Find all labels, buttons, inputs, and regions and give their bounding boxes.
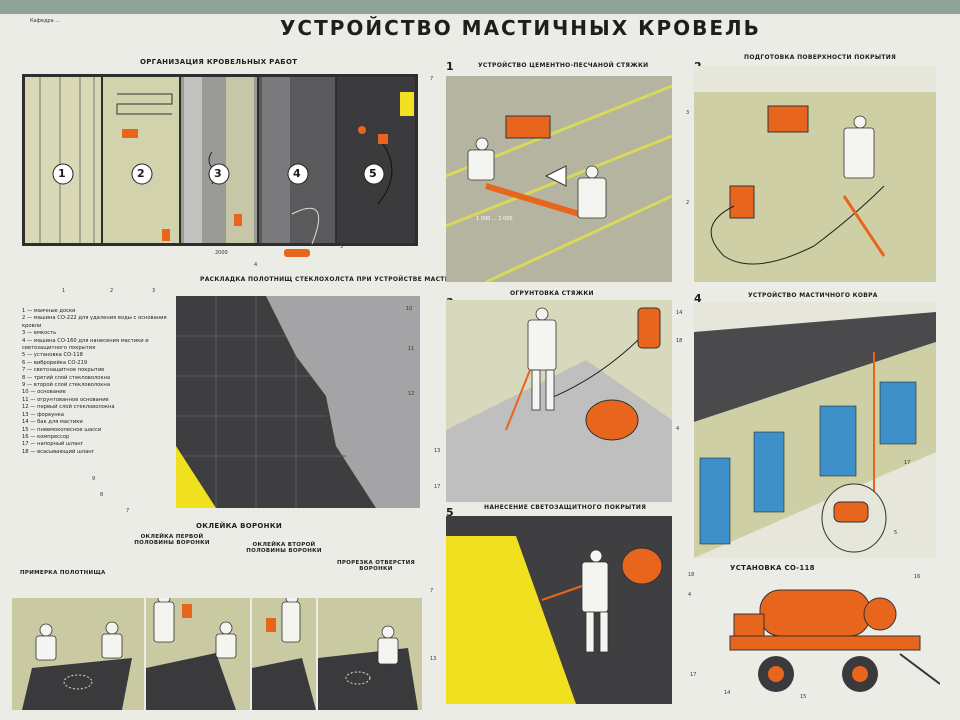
s4-callout-5: 5	[894, 530, 898, 536]
s5-callout-18: 18	[688, 572, 695, 578]
fiberglass-layout-diagram: 10 11 12	[176, 296, 420, 508]
s5-callout-17: 17	[690, 672, 697, 678]
s3-callout-18: 18	[676, 338, 683, 344]
s3-callout-13: 13	[434, 448, 441, 454]
layout-callout-8: 8	[100, 492, 104, 498]
legend-item: 8 — третий слой стекловолокна	[22, 374, 111, 381]
unit-caption: УСТАНОВКА СО-118	[730, 564, 815, 572]
layout-callout-9: 9	[92, 476, 96, 482]
funnel-step-2: ОКЛЕЙКА ПЕРВОЙ ПОЛОВИНЫ ВОРОНКИ	[134, 534, 210, 546]
legend-item: 14 — бак для мастики	[22, 419, 83, 426]
layout-caption: РАСКЛАДКА ПОЛОТНИЩ СТЕКЛОХОЛСТА ПРИ УСТР…	[200, 276, 510, 283]
legend-item: 16 — компрессор	[22, 433, 70, 440]
funnel-step-4: ПРОРЕЗКА ОТВЕРСТИЯ ВОРОНКИ	[336, 560, 416, 572]
org-callout-1: 1	[62, 288, 66, 294]
s3-callout-17: 17	[434, 484, 441, 490]
s5-callout-13: 13	[430, 656, 437, 662]
legend-item: 7 — светозащитное покрытие	[22, 367, 105, 374]
legend-item: 3 — емкость	[22, 330, 57, 337]
poster-title: УСТРОЙСТВО МАСТИЧНЫХ КРОВЕЛЬ	[280, 16, 761, 40]
s2-callout-2: 2	[686, 200, 690, 206]
organization-diagram: 1 2 3 4 5	[22, 74, 418, 246]
s5-callout-7: 7	[430, 588, 434, 594]
screed-scene: 1 000 ... 2 000	[446, 76, 672, 282]
org-callout-7: 7	[430, 76, 434, 82]
organization-caption: ОРГАНИЗАЦИЯ КРОВЕЛЬНЫХ РАБОТ	[140, 58, 298, 66]
s5-caption: НАНЕСЕНИЕ СВЕТОЗАЩИТНОГО ПОКРЫТИЯ	[484, 504, 647, 511]
legend-item: 5 — установка СО-118	[22, 352, 83, 359]
layout-callout-12: 12	[408, 391, 415, 397]
funnel-panel-2	[146, 598, 250, 710]
legend-item: 6 — виброрейка СО-219	[22, 359, 88, 366]
funnel-panel-1	[12, 598, 144, 710]
zone-label-5: 5	[369, 167, 377, 180]
co118-unit-drawing	[710, 574, 940, 710]
s1-caption: УСТРОЙСТВО ЦЕМЕНТНО-ПЕСЧАНОЙ СТЯЖКИ	[478, 62, 649, 69]
extension-cord	[280, 246, 320, 260]
org-callout-5: 5	[340, 244, 344, 250]
s5-callout-4: 4	[688, 592, 692, 598]
s3-caption: ОГРУНТОВКА СТЯЖКИ	[510, 290, 594, 297]
mastic-carpet-scene	[694, 302, 936, 558]
layout-callout-11: 11	[408, 346, 415, 352]
org-callout-3: 3	[152, 288, 156, 294]
s3-callout-4: 4	[676, 426, 680, 432]
org-callout-2: 2	[110, 288, 114, 294]
legend-item: 13 — фореунка	[22, 411, 64, 418]
corner-note: Кафедра ...	[30, 18, 61, 24]
legend-item: 17 — напорный шланг	[22, 441, 84, 448]
unit-callout-16: 16	[914, 574, 921, 580]
s3-callout-14: 14	[676, 310, 683, 316]
zone-label-1: 1	[58, 167, 66, 180]
unit-callout-15: 15	[800, 694, 807, 700]
legend-item: 2 — машина СО-222 для удаления воды с ос…	[22, 315, 167, 329]
legend-item: 12 — первый слой стекловолокна	[22, 404, 115, 411]
funnel-step-3: ОКЛЕЙКА ВТОРОЙ ПОЛОВИНЫ ВОРОНКИ	[246, 542, 322, 554]
unit-callout-14: 14	[724, 690, 731, 696]
funnel-panel-4	[318, 598, 422, 710]
legend: 1 — маячные доски 2 — машина СО-222 для …	[22, 308, 172, 456]
funnel-step-1: ПРИМЕРКА ПОЛОТНИЩА	[20, 570, 106, 576]
s4-number: 4	[694, 292, 702, 305]
priming-scene	[446, 300, 672, 502]
light-protection-scene	[446, 516, 672, 704]
legend-item: 15 — пневмоколесное шасси	[22, 426, 102, 433]
org-dimension: 2000	[215, 250, 228, 256]
s4-callout-17: 17	[904, 460, 911, 466]
layout-callout-10: 10	[406, 306, 413, 312]
legend-item: 9 — второй слой стекловолокна	[22, 382, 111, 389]
s5-number: 5	[446, 506, 454, 519]
zone-label-2: 2	[137, 167, 145, 180]
org-callout-4: 4	[254, 262, 258, 268]
poster: УСТРОЙСТВО МАСТИЧНЫХ КРОВЕЛЬ Кафедра ...…	[0, 14, 960, 720]
layout-callout-7: 7	[126, 508, 130, 514]
legend-item: 10 — основание	[22, 389, 66, 396]
zone-label-3: 3	[214, 167, 222, 180]
legend-item: 11 — огрунтованное основание	[22, 396, 109, 403]
surface-prep-scene	[694, 66, 936, 282]
funnel-caption: ОКЛЕЙКА ВОРОНКИ	[196, 522, 283, 530]
zone-label-4: 4	[293, 167, 301, 180]
s4-caption: УСТРОЙСТВО МАСТИЧНОГО КОВРА	[748, 292, 878, 299]
legend-item: 18 — всасывающий шланг	[22, 448, 95, 455]
s1-dimension: 1 000 ... 2 000	[476, 216, 513, 222]
legend-item: 4 — машина СО-160 для нанесения мастики …	[22, 337, 149, 352]
s1-number: 1	[446, 60, 454, 73]
funnel-panel-3	[252, 598, 316, 710]
legend-item: 1 — маячные доски	[22, 308, 76, 314]
s2-caption: ПОДГОТОВКА ПОВЕРХНОСТИ ПОКРЫТИЯ	[744, 54, 897, 61]
s2-callout-3: 3	[686, 110, 690, 116]
